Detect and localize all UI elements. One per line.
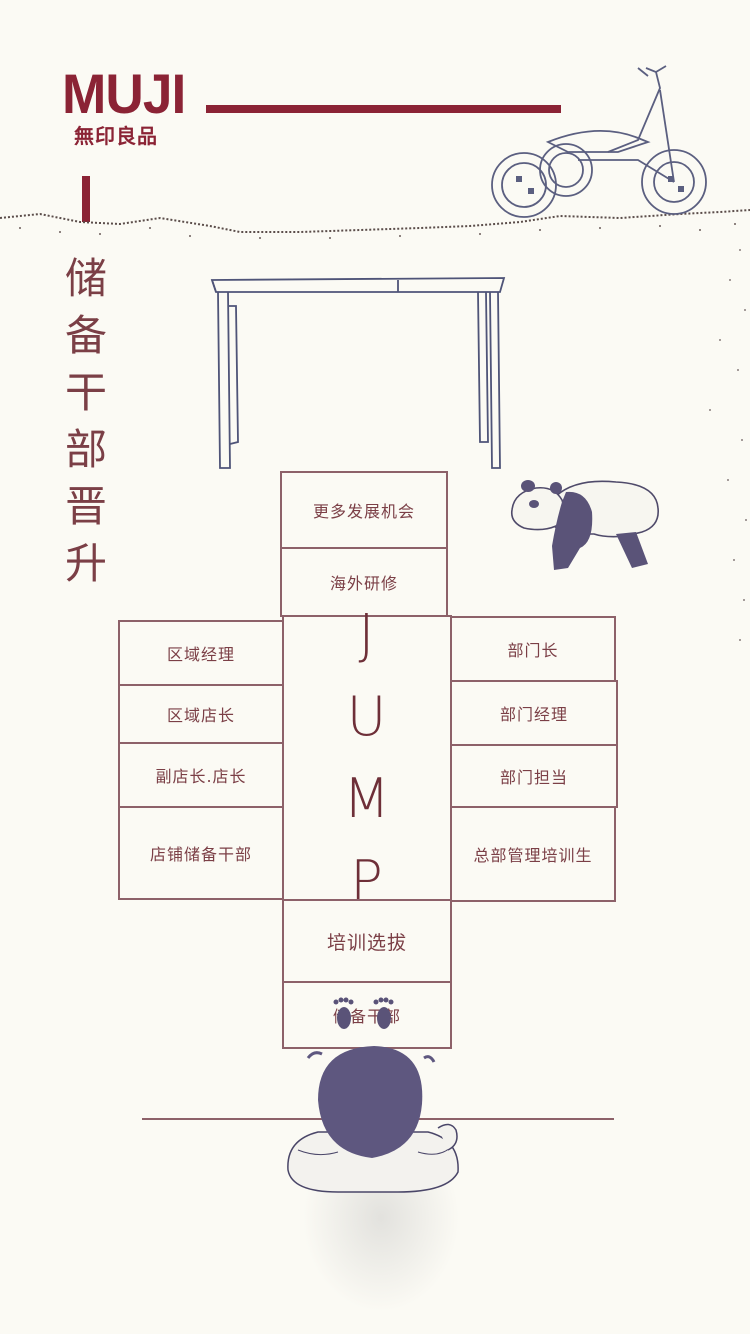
- grid-cell-area-store-manager: 区域店长: [118, 684, 284, 744]
- ground-texture: [0, 209, 750, 244]
- jump-letter: U: [346, 685, 388, 748]
- vertical-title: 储 备 干 部 晋 升: [60, 250, 112, 592]
- tricycle-icon: [491, 65, 707, 218]
- table-icon: [210, 277, 506, 469]
- footprints-icon: [333, 997, 394, 1029]
- header-rule: [206, 105, 561, 113]
- jump-letter: J: [358, 603, 376, 666]
- title-char: 储: [64, 254, 107, 303]
- muji-logo: MUJI: [62, 62, 186, 125]
- title-char: 干: [64, 368, 107, 417]
- jump-cell: J U M P: [282, 607, 452, 909]
- title-char: 备: [64, 311, 107, 360]
- grid-cell-area-manager: 区域经理: [118, 620, 284, 686]
- title-char: 部: [64, 425, 107, 474]
- grid-cell-department-manager: 部门经理: [450, 680, 618, 746]
- panda-icon: [510, 480, 659, 570]
- grid-cell-training-selection: 培训选拔: [282, 899, 452, 983]
- grid-cell-department-head: 部门长: [450, 616, 616, 682]
- grid-cell-store-manager: 副店长.店长: [118, 742, 284, 808]
- grid-cell-store-reserve: 店铺储备干部: [118, 806, 284, 900]
- child-icon: [287, 1046, 459, 1193]
- title-char: 晋: [64, 482, 107, 531]
- grid-cell-hq-trainee: 总部管理培训生: [450, 806, 616, 902]
- speckle-texture: [709, 249, 747, 641]
- grid-cell-more-opportunities: 更多发展机会: [280, 471, 448, 549]
- title-char: 升: [64, 539, 107, 588]
- title-accent-bar: [82, 176, 90, 222]
- muji-logo-chinese: 無印良品: [74, 124, 158, 148]
- grid-cell-department-staff: 部门担当: [450, 744, 618, 808]
- jump-letter: M: [343, 767, 391, 830]
